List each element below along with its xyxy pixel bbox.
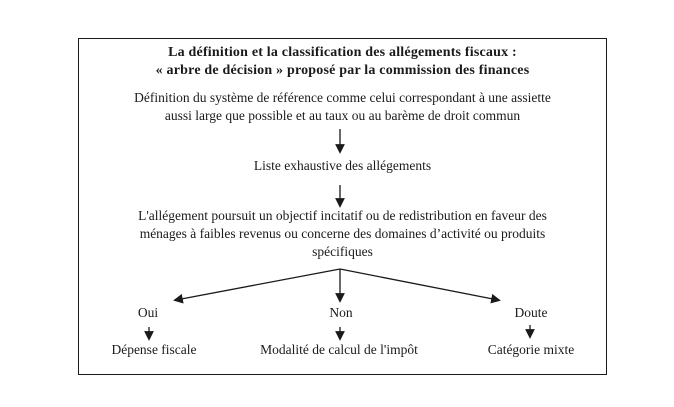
- branch-label-non: Non: [329, 305, 353, 320]
- diagram-title: La définition et la classification des a…: [79, 44, 606, 79]
- node-reference-definition: Définition du système de référence comme…: [79, 89, 606, 125]
- node-exhaustive-list: Liste exhaustive des allégements: [253, 158, 432, 173]
- node-condition: L'allégement poursuit un objectif incita…: [79, 207, 606, 261]
- branch-label-oui: Oui: [137, 305, 159, 320]
- decision-tree-frame: La définition et la classification des a…: [78, 38, 607, 375]
- branch-arrow-right-icon: [339, 268, 501, 304]
- diagram-title-line1: La définition et la classification des a…: [168, 45, 517, 60]
- node-condition-line2: ménages à faibles revenus ou concerne de…: [139, 226, 546, 241]
- node-condition-line1: L'allégement poursuit un objectif incita…: [138, 208, 547, 223]
- diagram-title-line2: « arbre de décision » proposé par la com…: [155, 62, 530, 78]
- outcome-modalite-calcul-impot: Modalité de calcul de l'impôt: [260, 342, 418, 357]
- outcome-categorie-mixte: Catégorie mixte: [487, 342, 575, 357]
- outcome-depense-fiscale: Dépense fiscale: [111, 342, 197, 357]
- node-reference-line2: aussi large que possible et au taux ou a…: [164, 108, 521, 123]
- node-reference-line1: Définition du système de référence comme…: [134, 90, 551, 105]
- branch-arrow-left-icon: [173, 268, 341, 304]
- branch-label-doute: Doute: [514, 305, 548, 320]
- node-condition-line3: spécifiques: [312, 244, 373, 259]
